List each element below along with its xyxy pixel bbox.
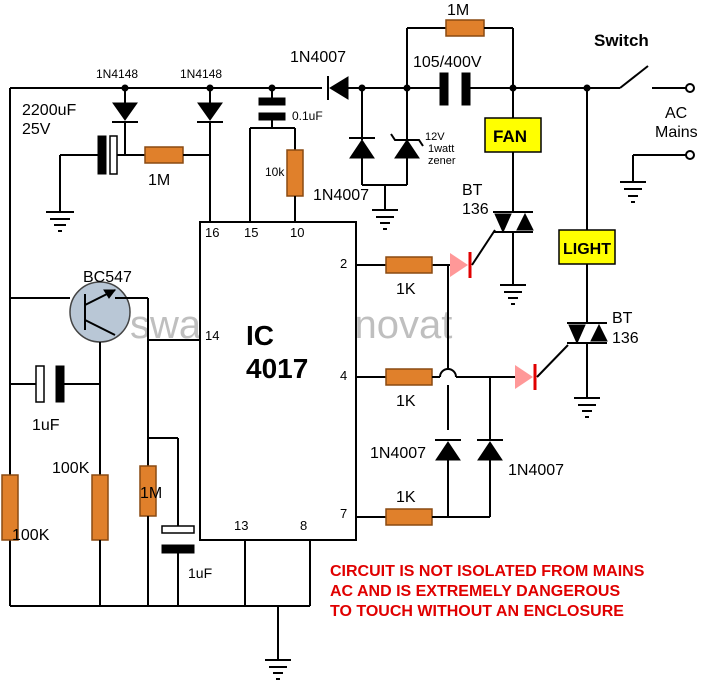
diode-1n4007-top: 1N4007 xyxy=(290,49,349,100)
label-bt-a-num: 136 xyxy=(462,201,489,218)
pin-15: 15 xyxy=(244,225,258,240)
label-r-1m-low: 1M xyxy=(140,485,162,502)
resistor-1m-mid: 1M xyxy=(144,146,210,189)
resistor-1m-low: 1M xyxy=(139,438,162,606)
label-d-1n4007-mid: 1N4007 xyxy=(313,187,369,204)
label-light: LIGHT xyxy=(563,241,611,258)
pin-10: 10 xyxy=(290,225,304,240)
diode-1n4007-mid: 1N4007 xyxy=(313,88,375,204)
label-d-1n4007-r: 1N4007 xyxy=(508,462,564,479)
label-r-1k-b: 1K xyxy=(396,393,416,410)
fan-load: FAN xyxy=(484,88,542,212)
label-ac-line2: Mains xyxy=(655,124,698,141)
capacitor-2200uf: 2200uF 25V xyxy=(22,102,145,232)
label-cap-2200-v: 2200uF xyxy=(22,102,76,119)
label-cap-1u-low: 1uF xyxy=(188,565,212,581)
pin-7: 7 xyxy=(340,506,347,521)
triac-bt136-a: BT 136 xyxy=(462,182,534,305)
capacitor-1uf-low: 1uF xyxy=(148,437,212,606)
label-r-1m-top: 1M xyxy=(447,2,469,19)
label-cap-1u-left: 1uF xyxy=(32,417,60,434)
capacitor-1uf-left: 1uF xyxy=(10,365,100,434)
diode-1n4007-right: 1N4007 xyxy=(477,377,564,517)
label-zener-t: zener xyxy=(428,155,456,167)
triac-bt136-b: BT 136 xyxy=(567,310,639,418)
warning-line-2: AC AND IS EXTREMELY DANGEROUS xyxy=(330,583,620,600)
diode-1n4148-b: 1N4148 xyxy=(180,67,223,222)
label-cap-2200-volt: 25V xyxy=(22,121,51,138)
warning-text: CIRCUIT IS NOT ISOLATED FROM MAINS AC AN… xyxy=(330,563,645,620)
label-d-1n4007-top: 1N4007 xyxy=(290,49,346,66)
label-ic-num: 4017 xyxy=(246,353,308,384)
label-ac-line1: AC xyxy=(665,105,687,122)
pin-13: 13 xyxy=(234,518,248,533)
pin-8: 8 xyxy=(300,518,307,533)
warning-line-3: TO TOUCH WITHOUT AN ENCLOSURE xyxy=(330,603,624,620)
resistor-100k-left: 100K xyxy=(1,474,50,544)
label-r-1k-a: 1K xyxy=(396,281,416,298)
diode-1n4007-left: 1N4007 xyxy=(370,439,461,517)
resistor-1k-a: 1K xyxy=(356,256,433,298)
pin-16: 16 xyxy=(205,225,219,240)
label-switch: Switch xyxy=(594,31,649,50)
ac-mains: AC Mains xyxy=(620,105,698,203)
ic-4017: IC 4017 16 15 10 2 4 7 14 13 8 xyxy=(199,221,357,541)
warning-line-1: CIRCUIT IS NOT ISOLATED FROM MAINS xyxy=(330,563,645,580)
switch: Switch xyxy=(594,31,695,93)
resistor-10k: 10k xyxy=(265,128,304,222)
label-r-1k-c: 1K xyxy=(396,489,416,506)
label-d-1n4148-a: 1N4148 xyxy=(96,67,138,81)
label-zener-w: 1watt xyxy=(428,143,454,155)
label-bt-a: BT xyxy=(462,182,483,199)
label-bt-b-num: 136 xyxy=(612,330,639,347)
pin-14: 14 xyxy=(205,328,219,343)
label-bt-b: BT xyxy=(612,310,633,327)
led-a xyxy=(432,229,496,278)
resistor-1m-top: 1M xyxy=(406,2,514,88)
ic-ground xyxy=(200,540,311,680)
label-r-100k-a: 100K xyxy=(12,527,50,544)
transistor-bc547: BC547 xyxy=(10,269,149,438)
label-r-10k: 10k xyxy=(265,165,285,179)
label-r-100k-b: 100K xyxy=(52,460,90,477)
label-d-1n4148-b: 1N4148 xyxy=(180,67,222,81)
label-zener-v: 12V xyxy=(425,131,445,143)
diode-1n4148-a: 1N4148 xyxy=(96,67,138,155)
label-ic: IC xyxy=(246,320,274,351)
label-d-1n4007-l: 1N4007 xyxy=(370,445,426,462)
label-fan: FAN xyxy=(493,127,527,146)
light-load: LIGHT xyxy=(558,88,616,323)
label-r-1m-mid: 1M xyxy=(148,172,170,189)
led-b xyxy=(490,344,569,390)
resistor-100k-mid: 100K xyxy=(52,342,109,606)
label-bc547: BC547 xyxy=(83,269,132,286)
pin-4: 4 xyxy=(340,368,347,383)
resistor-1k-c: 1K xyxy=(356,489,490,526)
capacitor-0-1uf: 0.1uF xyxy=(249,88,323,222)
capacitor-105-400v: 105/400V xyxy=(413,54,482,106)
pin-2: 2 xyxy=(340,256,347,271)
label-cap-01u: 0.1uF xyxy=(292,109,323,123)
zener-12v: 12V 1watt zener xyxy=(362,88,456,230)
resistor-1k-b: 1K xyxy=(356,368,490,410)
label-cap-105: 105/400V xyxy=(413,54,482,71)
